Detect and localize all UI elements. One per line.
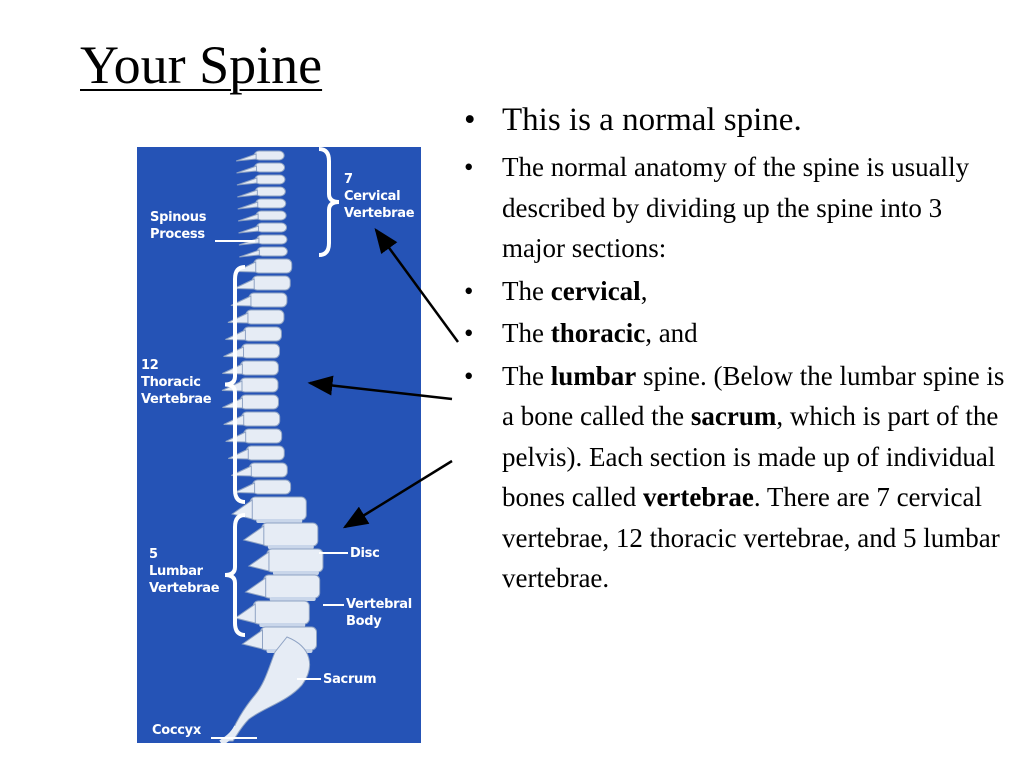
disc [267, 545, 314, 549]
spinous-process [239, 249, 260, 258]
vertebra [253, 258, 293, 274]
coccyx-label: Coccyx [152, 723, 201, 738]
bullet-marker: • [464, 275, 474, 306]
thoracic-vertebrae-label: 12 Thoracic Vertebrae [141, 358, 212, 407]
vertebra [248, 292, 288, 308]
spinous-process [238, 225, 260, 234]
vertebra [243, 428, 283, 444]
disc [259, 623, 306, 627]
slide-title: Your Spine [80, 35, 323, 95]
bullet-anatomy: • The normal anatomy of the spine is usu… [460, 147, 1005, 269]
disc [256, 519, 303, 523]
term-lumbar: lumbar [550, 360, 637, 391]
spinous-process [227, 312, 249, 324]
vertebra [254, 162, 286, 173]
spinous-process [244, 577, 267, 598]
bullet-cervical: • The cervical, [460, 271, 1005, 312]
spinous-process [237, 201, 259, 210]
sacrum-label: Sacrum [323, 672, 377, 687]
bullet-marker: • [464, 360, 474, 391]
vertebra [253, 150, 285, 161]
vertebra [252, 600, 310, 625]
vertebra [254, 174, 286, 185]
vertebra [245, 309, 285, 325]
vertebra [255, 198, 287, 209]
disc [269, 597, 316, 601]
spinous-process [236, 177, 258, 186]
bullet-text-1: The [502, 360, 551, 391]
spinous-process [242, 525, 265, 546]
vertebra [241, 411, 281, 427]
coccyx-bone [219, 725, 240, 743]
term-sacrum: sacrum [690, 401, 777, 432]
vertebra [251, 275, 291, 291]
bullet-marker: • [464, 102, 476, 138]
spinous-process [222, 363, 243, 375]
vertebra [239, 394, 279, 410]
spine-illustration [211, 147, 348, 743]
bullet-text-4: . There are 7 cervical vertebrae, 12 tho… [502, 482, 1000, 594]
vertebra [254, 186, 286, 197]
lumbar-vertebrae-label: 5 Lumbar Vertebrae [149, 547, 220, 596]
bullet-list: • This is a normal spine. • The normal a… [460, 100, 1005, 601]
bullet-text-pre: The [502, 275, 551, 306]
vertebra [256, 246, 288, 257]
vertebra [239, 377, 279, 393]
spinous-process [233, 278, 255, 290]
spinous-process [237, 189, 258, 198]
vertebra [256, 234, 288, 245]
bullet-marker: • [464, 152, 474, 183]
vertebra [245, 445, 285, 461]
bullet-text-post: , and [645, 318, 698, 349]
vertebra [242, 326, 282, 342]
bullet-text: This is a normal spine. [502, 102, 802, 138]
spinous-process [236, 165, 258, 174]
vertebra [252, 479, 292, 495]
vertebra [256, 222, 288, 233]
spinous-process-label: Spinous Process [150, 210, 207, 242]
disc [272, 571, 319, 575]
spinous-process [228, 448, 249, 460]
bullet-marker: • [464, 318, 474, 349]
vertebra [266, 548, 324, 573]
spinous-process [234, 482, 256, 494]
thoracic-brace [224, 265, 246, 504]
vertebra [248, 462, 288, 478]
bullet-text-2: spine. (Below the lumbar spine is a bone… [502, 360, 1005, 432]
spinous-process [237, 213, 259, 222]
cervical-vertebrae-label: 7 Cervical Vertebrae [344, 172, 415, 221]
bullet-text: The normal anatomy of the spine is usual… [502, 152, 970, 264]
bullet-lumbar: • The lumbar spine. (Below the lumbar sp… [460, 356, 1005, 599]
term-thoracic: thoracic [550, 318, 646, 349]
bullet-text-3: , which is part of the pelvis). Each sec… [502, 401, 999, 513]
disc-label: Disc [350, 546, 380, 561]
cervical-brace [318, 147, 340, 257]
bullet-thoracic: • The thoracic, and [460, 313, 1005, 354]
vertebra [241, 343, 281, 359]
term-cervical: cervical [550, 275, 641, 306]
vertebra [249, 496, 307, 521]
bullet-text-post: , [640, 275, 648, 306]
spine-diagram: 7 Cervical Vertebrae Spinous Process 12 … [137, 147, 421, 743]
spinous-process [222, 397, 243, 409]
spinous-process [241, 629, 263, 650]
bullet-text-pre: The [502, 318, 551, 349]
vertebra [263, 574, 321, 599]
vertebra [239, 360, 279, 376]
term-vertebrae: vertebrae [642, 482, 754, 513]
bullet-normal-spine: • This is a normal spine. [460, 100, 1005, 141]
spinous-process [235, 153, 257, 162]
lumbar-brace [224, 513, 246, 637]
vertebra [261, 522, 319, 547]
spinous-process [247, 551, 270, 572]
vertebral-body-label: Vertebral Body [346, 597, 412, 629]
vertebra [255, 210, 287, 221]
spinous-process [234, 603, 256, 624]
